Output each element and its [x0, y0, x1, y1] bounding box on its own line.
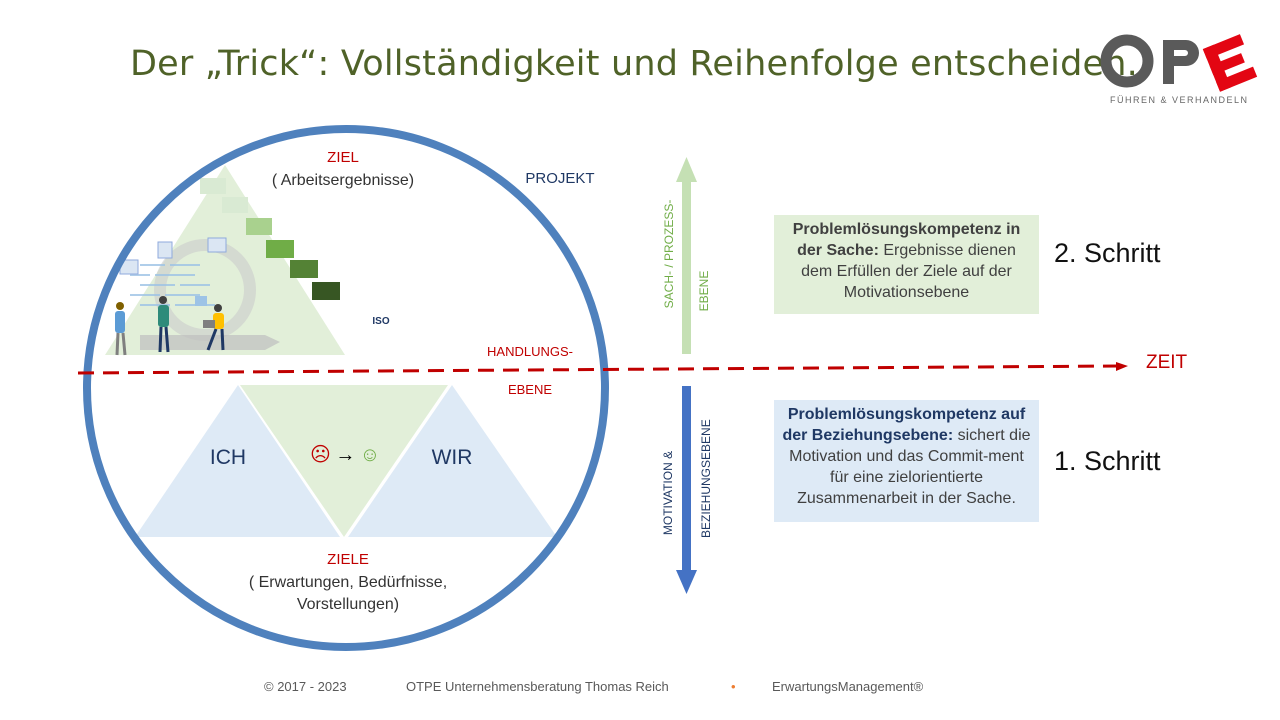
- sach-ebene-label: EBENE: [697, 270, 711, 312]
- ich-triangle: [135, 385, 340, 537]
- step-box: [290, 260, 318, 278]
- beziehung-kompetenz-text: sichert die Motivation und das Commit-me…: [789, 427, 1031, 507]
- beziehungsebene-arrowhead: [676, 570, 697, 594]
- sach-ebene-arrow: [682, 180, 691, 354]
- iso-label: ISO: [372, 316, 390, 327]
- center-triangle: [240, 385, 448, 537]
- ziele-title: ZIELE: [327, 551, 369, 568]
- chart-icon: [195, 296, 207, 306]
- zeit-arrowhead: [1116, 362, 1128, 371]
- ope-logo: [1100, 34, 1258, 92]
- project-circle: [83, 125, 609, 651]
- beziehungsebene-arrow: [682, 386, 691, 572]
- motivation-label: MOTIVATION &: [661, 450, 675, 536]
- step-box: [200, 178, 226, 194]
- happy-face-icon: ☺: [359, 444, 381, 466]
- beziehung-kompetenz-box: Problemlösungskompetenz auf der Beziehun…: [774, 400, 1039, 522]
- schritt-2-label: 2. Schritt: [1054, 238, 1161, 268]
- ebene-label: EBENE: [507, 382, 553, 397]
- person-standing-icon: [115, 302, 127, 356]
- logo-tagline: FÜHREN & VERHANDELN: [1110, 95, 1249, 105]
- ich-label: ICH: [209, 446, 247, 469]
- footer-brand: ErwartungsManagement®: [772, 679, 924, 694]
- ziele-subtitle-1: ( Erwartungen, Bedürfnisse,: [248, 574, 448, 591]
- step-box: [312, 282, 340, 300]
- sach-kompetenz-box: Problemlösungskompetenz in der Sache: Er…: [774, 215, 1039, 314]
- ziele-subtitle-2: Vorstellungen): [296, 596, 400, 613]
- sach-prozess-label: SACH- / PROZESS-: [662, 199, 676, 309]
- handlungs-label: HANDLUNGS-: [487, 344, 573, 359]
- ziel-subtitle: ( Arbeitsergebnisse): [271, 172, 415, 189]
- wir-label: WIR: [431, 446, 473, 469]
- page-title: Der „Trick“: Vollständigkeit und Reihenf…: [130, 44, 1138, 84]
- monitor-icon: [207, 237, 227, 253]
- sach-kompetenz-heading: Problemlösungskompetenz in der Sache:: [792, 221, 1021, 259]
- zeit-timeline: [77, 364, 1119, 375]
- sach-kompetenz-text: Ergebnisse dienen dem Erfüllen der Ziele…: [801, 242, 1016, 301]
- schritt-1-label: 1. Schritt: [1054, 446, 1161, 476]
- footer-company: OTPE Unternehmensberatung Thomas Reich: [406, 679, 669, 694]
- mood-change: ☹ → ☺: [310, 442, 390, 466]
- arrow-right-icon: →: [335, 444, 356, 466]
- wir-triangle: [348, 385, 557, 537]
- document-icon: [157, 241, 173, 259]
- step-box: [246, 218, 272, 235]
- step-box: [222, 197, 248, 213]
- ziel-title: ZIEL: [327, 149, 359, 166]
- footer-dot: •: [731, 679, 736, 694]
- zeit-label: ZEIT: [1146, 352, 1188, 373]
- person-presenting-icon: [158, 296, 170, 353]
- beziehungsebene-label: BEZIEHUNGSEBENE: [699, 419, 713, 538]
- sad-face-icon: ☹: [310, 444, 331, 466]
- person-sitting-icon: [203, 304, 225, 351]
- projekt-label: PROJEKT: [525, 170, 595, 187]
- sach-ebene-arrowhead: [676, 157, 697, 182]
- footer-copyright: © 2017 - 2023: [264, 679, 347, 694]
- beziehung-kompetenz-heading: Problemlösungskompetenz auf der Beziehun…: [782, 406, 1026, 444]
- step-box: [266, 240, 294, 258]
